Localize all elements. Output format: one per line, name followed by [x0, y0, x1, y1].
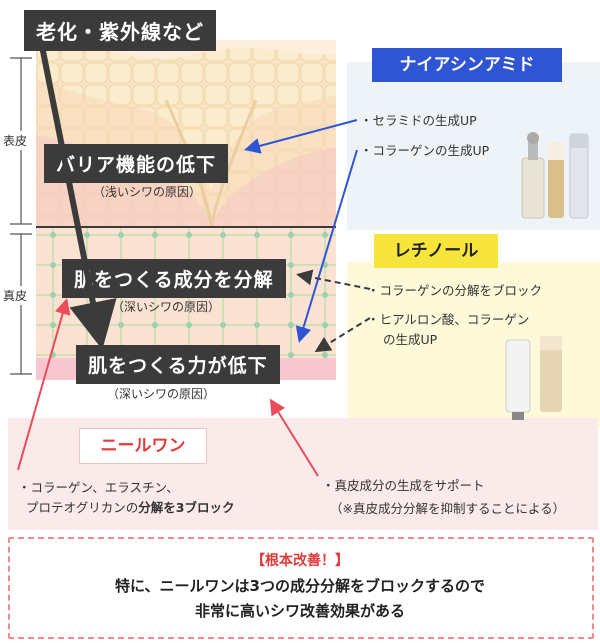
epidermis-label: 表皮 — [2, 131, 29, 150]
top-cause-label: 老化・紫外線など — [24, 10, 216, 51]
component-breakdown-sub: （深いシワの原因） — [112, 300, 221, 314]
neilwan-left-item-2: プロテオグリカンの分解を3ブロック — [26, 500, 235, 515]
retinol-item-hyaluronic-2: の生成UP — [383, 332, 438, 347]
neilwan-right-item-2: （※真皮成分分解を抑制することによる） — [330, 501, 566, 516]
niacinamide-tag: ナイアシンアミド — [372, 48, 562, 82]
retinol-item-hyaluronic: ・ヒアルロン酸、コラーゲン — [367, 312, 530, 327]
retinol-products-image — [505, 336, 562, 420]
summary-line-2: 非常に高いシワ改善効果がある — [194, 602, 405, 620]
summary-heading: 【根本改善！】 — [251, 553, 349, 569]
skin-illustration — [36, 40, 336, 380]
retinol-tag: レチノール — [374, 234, 498, 268]
dermis-label: 真皮 — [2, 286, 29, 305]
neilwan-tag: ニールワン — [79, 428, 207, 464]
summary-line-1: 特に、ニールワンは3つの成分分解をブロックするので — [115, 577, 485, 595]
retinol-item-block: ・コラーゲンの分解をブロック — [367, 283, 543, 298]
barrier-decline-sub: （浅いシワの原因） — [93, 185, 202, 199]
skin-layers-graphic — [36, 40, 336, 380]
niacinamide-products-image — [521, 132, 589, 219]
layer-brackets — [10, 57, 32, 375]
niacinamide-item-ceramide: ・セラミドの生成UP — [360, 113, 477, 128]
neilwan-right-item-1: ・真皮成分の生成をサポート — [322, 478, 485, 493]
niacinamide-item-collagen: ・コラーゲンの生成UP — [360, 143, 490, 158]
barrier-decline-label: バリア機能の低下 — [44, 144, 229, 183]
building-decline-sub: （深いシワの原因） — [107, 387, 216, 401]
component-breakdown-label: 肌をつくる成分を分解 — [62, 259, 286, 298]
summary-box — [8, 537, 594, 639]
neilwan-left-item-1: ・コラーゲン、エラスチン、 — [18, 480, 179, 495]
building-decline-label: 肌をつくる力が低下 — [76, 345, 280, 384]
